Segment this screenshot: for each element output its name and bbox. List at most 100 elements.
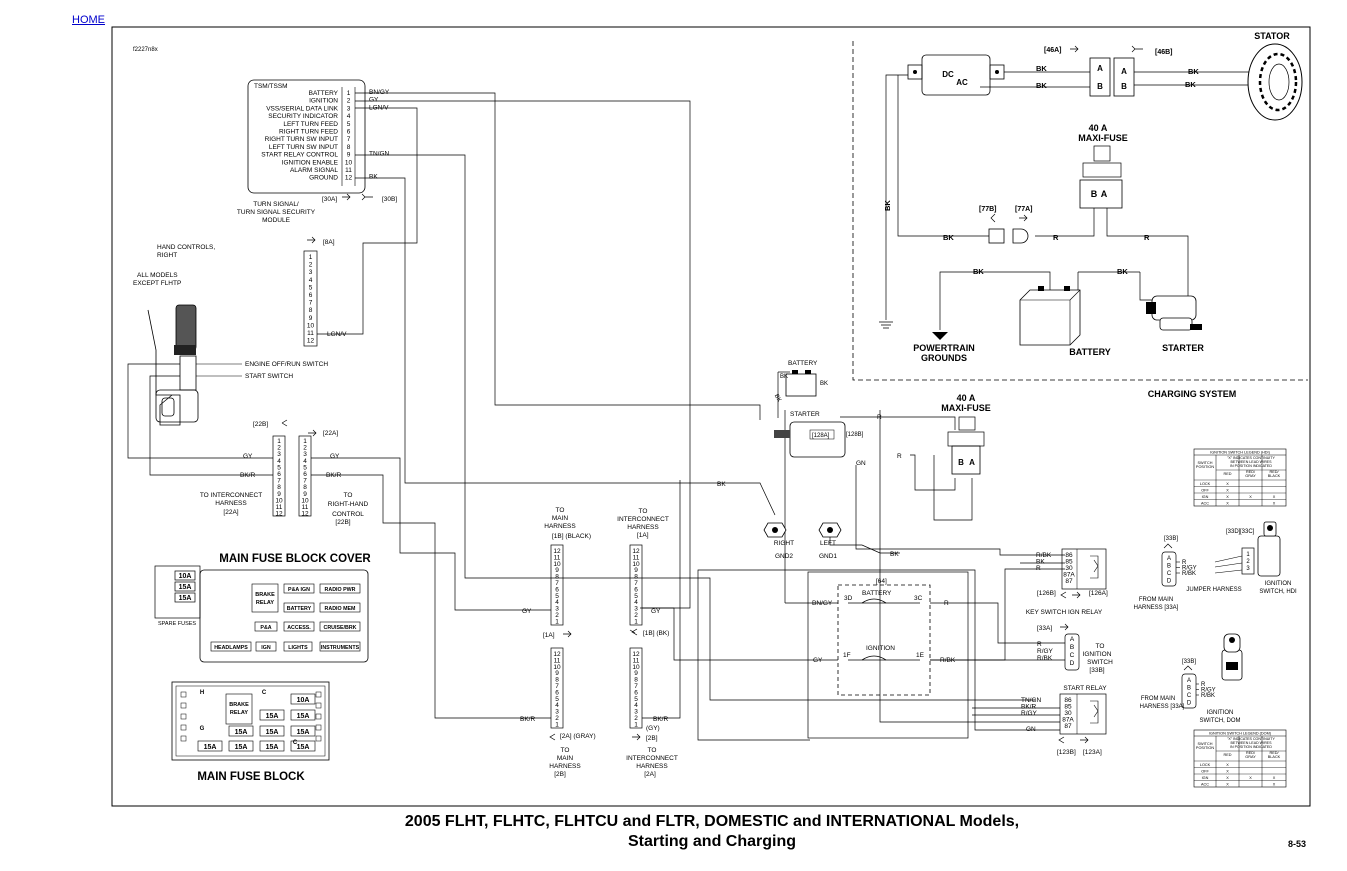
block-fuse-rating: 15A <box>266 744 279 751</box>
conn-22-right-caption-4: [22B] <box>335 519 350 526</box>
connector-1a: TO INTERCONNECT HARNESS [1A] 12111098765… <box>617 508 669 637</box>
conn-2b-wire: BK/R <box>653 716 668 723</box>
diagram-frame <box>111 26 1311 807</box>
conn-22-left-caption-1: TO INTERCONNECT <box>200 492 262 499</box>
legend-row-pos: LOCK <box>1200 482 1211 486</box>
conn-1b-caption-1: TO <box>556 507 565 514</box>
switch-conn-wire: R/GY <box>1201 688 1216 694</box>
connector-pin: 9 <box>303 491 307 498</box>
tsm-pin-wire: TN/GN <box>369 151 390 158</box>
tsm-caption-3: MODULE <box>262 217 290 224</box>
connector-pin: 10 <box>307 322 315 329</box>
tsm-pin-number: 1 <box>347 90 351 97</box>
maxi-mid-b: B <box>958 458 964 467</box>
cover-slot-label: IGN <box>261 645 271 651</box>
conn-22-right-caption-2: RIGHT-HAND <box>328 501 369 508</box>
cover-slot <box>254 621 278 632</box>
tsm-pin-wire: BK <box>369 174 378 181</box>
switch-conn-pin: B <box>1167 564 1171 570</box>
legend-frame <box>1193 729 1287 788</box>
tsm-pin-label: RIGHT TURN SW INPUT <box>265 136 338 143</box>
conn-1a-caption-3: HARNESS <box>627 524 659 531</box>
legend-cell: X <box>1273 783 1276 787</box>
connector-pin: 7 <box>634 683 638 690</box>
connector-pin: 8 <box>277 484 281 491</box>
conn-2b-caption-4: [2A] <box>644 771 656 778</box>
block-terminal <box>180 724 187 731</box>
block-terminal <box>315 735 322 742</box>
charging-system: CHARGING SYSTEM DC AC [46A] [46B] A B A … <box>852 31 1308 399</box>
spare-fuse <box>174 570 196 581</box>
conn-1b-label: [1B] (BLACK) <box>552 533 591 540</box>
connector-22: [22B] [22A] 1234567891011121234567891011… <box>200 419 369 526</box>
page-number: 8-53 <box>1288 839 1307 849</box>
cover-slot-label: RADIO MEM <box>325 606 356 612</box>
tsm-pin-wire: BN/GY <box>369 89 390 96</box>
fuse-64: [64] BATTERY IGNITION 3D 3C 1F 1E BN/GY … <box>807 571 969 739</box>
dom-switch-1: IGNITION <box>1207 710 1234 716</box>
conn-2a-caption-3: HARNESS <box>549 763 581 770</box>
legend-note: IN POSITION INDICATED <box>1230 745 1272 749</box>
legend-cell: X <box>1226 770 1229 774</box>
hand-controls-line1: HAND CONTROLS, <box>157 244 215 251</box>
conn-2b-caption-3: HARNESS <box>636 763 668 770</box>
gnd1-label-1: LEFT <box>820 540 836 547</box>
conn-8a-wire: LGN/V <box>327 331 347 338</box>
conn-22-wire-bkr-left: BK/R <box>240 472 255 479</box>
relay-pin: 87 <box>1065 578 1073 585</box>
gnd1-bk-wire: BK <box>890 551 899 558</box>
charging-bk-4: BK <box>1185 80 1196 89</box>
charging-bk-vertical: BK <box>883 200 892 211</box>
start-relay-123b: [123B] <box>1057 749 1076 756</box>
connector-pin: 12 <box>553 651 561 658</box>
connector-pin: 11 <box>276 504 283 511</box>
connector-pin: 9 <box>555 670 559 677</box>
legend-note: BETWEEN LEAD WIRES <box>1231 741 1273 745</box>
maxi-upper-r-right: R <box>1144 233 1150 242</box>
connector-pin: 10 <box>275 497 283 504</box>
dom-33b: [33B] <box>1182 659 1196 665</box>
block-letter: C <box>262 690 267 696</box>
page-title: 2005 FLHT, FLHTC, FLHTCU and FLTR, DOMES… <box>300 812 1124 852</box>
connector-pin: 12 <box>632 548 640 555</box>
connector-pin: 6 <box>303 471 307 478</box>
spare-fuse-rating: 10A <box>179 573 192 580</box>
relay-pin: 86 <box>1065 552 1073 559</box>
legend-col: SWITCH <box>1198 461 1213 465</box>
home-link[interactable]: HOME <box>72 14 105 26</box>
fuse64-wire-r: R <box>944 600 949 607</box>
connector-pin: 3 <box>634 709 638 716</box>
legend-cell: X <box>1273 502 1276 506</box>
legend-note: "X" INDICATES CONTINUITY <box>1227 737 1275 741</box>
connector-pin: 10 <box>632 664 640 671</box>
tsm-pin-label: ALARM SIGNAL <box>290 167 338 174</box>
conn-1b-caption-3: HARNESS <box>544 523 576 530</box>
cover-slot-label: ACCESS. <box>287 625 311 631</box>
connector-pin: 6 <box>555 586 559 593</box>
tsm-pin-label: LEFT TURN FEED <box>283 121 338 128</box>
cover-slot-label: P&A IGN <box>288 587 310 593</box>
charging-bk-3: BK <box>1188 67 1199 76</box>
dom-switch-2: SWITCH, DOM <box>1200 718 1241 724</box>
connector-pin: 2 <box>303 445 307 452</box>
legend-col: POSITION <box>1196 746 1214 750</box>
starter-area-bk-2: BK <box>820 381 828 387</box>
conn-2a-caption-1: TO <box>561 747 570 754</box>
block-fuse-rating: 15A <box>297 729 310 736</box>
connector-pin: 10 <box>301 497 309 504</box>
block-terminal <box>180 735 187 742</box>
charging-battery-label: BATTERY <box>1069 347 1111 357</box>
cover-slot-label: P&A <box>260 625 271 631</box>
tsm-pin-number: 10 <box>345 159 353 166</box>
spare-fuse-rating: 15A <box>179 595 192 602</box>
connector-pin: 5 <box>555 593 559 600</box>
tsm-pin-label: GROUND <box>309 175 338 182</box>
block-brake-relay-1: BRAKE <box>229 702 249 708</box>
bk-ground-wire: BK <box>717 481 726 488</box>
relay-pin: 85 <box>1064 704 1072 711</box>
conn-33a-pin: C <box>1070 652 1075 659</box>
